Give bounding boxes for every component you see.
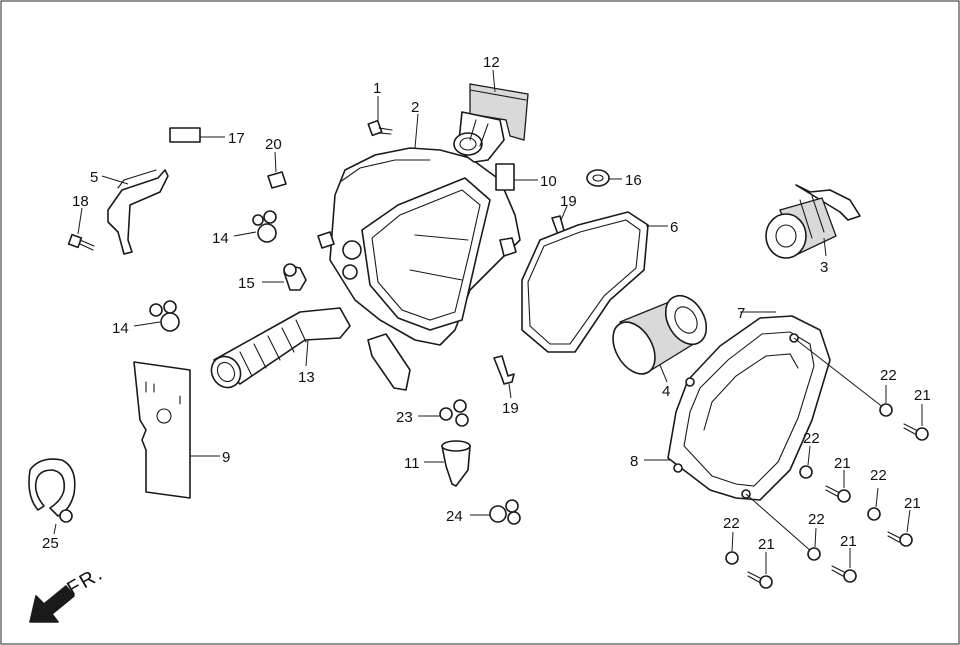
callout-25: 25 bbox=[42, 535, 59, 552]
part-14-orings-lower: 14 bbox=[112, 300, 180, 337]
callout-7: 7 bbox=[737, 305, 745, 322]
leader-cover-to-22a bbox=[793, 337, 885, 409]
callout-2: 2 bbox=[411, 99, 419, 116]
callout-18: 18 bbox=[72, 193, 89, 210]
callout-24: 24 bbox=[446, 508, 463, 525]
part-21-screw-d: 21 bbox=[831, 533, 857, 583]
callout-21-c: 21 bbox=[904, 495, 921, 512]
callout-19-lower: 19 bbox=[502, 400, 519, 417]
part-24-orings: 24 bbox=[446, 499, 521, 525]
callout-17: 17 bbox=[228, 130, 245, 147]
callout-16: 16 bbox=[625, 172, 642, 189]
callout-13: 13 bbox=[298, 369, 315, 386]
part-21-screw-e: 21 bbox=[747, 536, 775, 589]
part-6-gasket: 6 bbox=[521, 211, 678, 353]
part-4-element: 4 bbox=[612, 294, 708, 400]
callout-22-a: 22 bbox=[880, 367, 897, 384]
part-13-intake-duct: 13 bbox=[210, 307, 351, 389]
callout-8: 8 bbox=[630, 453, 638, 470]
part-21-screw-b: 21 bbox=[825, 455, 851, 503]
part-drain-tube bbox=[367, 333, 411, 391]
callout-21-d: 21 bbox=[840, 533, 857, 550]
callout-10: 10 bbox=[540, 173, 557, 190]
front-direction-indicator: FR. bbox=[29, 562, 108, 623]
callout-14-lower: 14 bbox=[112, 320, 129, 337]
callout-1: 1 bbox=[373, 80, 381, 97]
part-2-air-cleaner-case: 2 bbox=[317, 99, 521, 346]
part-22-washer-d: 22 bbox=[807, 511, 825, 561]
part-8-cover: 7 8 bbox=[630, 305, 831, 501]
part-19-screw-lower: 19 bbox=[493, 355, 519, 417]
part-22-washer-b: 22 bbox=[799, 430, 820, 479]
callout-22-d: 22 bbox=[808, 511, 825, 528]
part-20-clip: 20 bbox=[265, 136, 287, 189]
part-9-plate: 9 bbox=[133, 361, 230, 499]
part-3-secondary-filter: 3 bbox=[765, 184, 861, 276]
callout-19-upper: 19 bbox=[560, 193, 577, 210]
callout-5: 5 bbox=[90, 169, 98, 186]
part-14-orings-upper: 14 bbox=[212, 210, 277, 247]
part-5-bracket: 5 bbox=[90, 169, 169, 255]
callout-9: 9 bbox=[222, 449, 230, 466]
callout-21-a: 21 bbox=[914, 387, 931, 404]
callout-22-e: 22 bbox=[723, 515, 740, 532]
front-arrow-icon bbox=[29, 585, 75, 623]
callout-11: 11 bbox=[404, 455, 420, 472]
callout-6: 6 bbox=[670, 219, 678, 236]
part-21-screw-c: 21 bbox=[887, 495, 921, 547]
part-22-washer-e: 22 bbox=[723, 515, 740, 565]
part-22-washer-a: 22 bbox=[879, 367, 897, 417]
callout-14-upper: 14 bbox=[212, 230, 229, 247]
part-17-label-plate: 17 bbox=[169, 127, 245, 147]
callout-20: 20 bbox=[265, 136, 282, 153]
callout-23: 23 bbox=[396, 409, 413, 426]
part-10-tube-joint: 10 bbox=[453, 111, 557, 191]
callout-22-c: 22 bbox=[870, 467, 887, 484]
callout-15: 15 bbox=[238, 275, 255, 292]
part-1-bolt: 1 bbox=[367, 80, 393, 137]
leader-cover-to-22d bbox=[745, 493, 813, 553]
part-12-seal-plate: 12 bbox=[469, 54, 529, 141]
part-25-clamp: 25 bbox=[28, 458, 76, 552]
callout-21-e: 21 bbox=[758, 536, 775, 553]
part-11-drain-plug: 11 bbox=[404, 440, 471, 487]
part-16-grommet: 16 bbox=[586, 169, 642, 189]
part-23-orings: 23 bbox=[396, 399, 469, 427]
part-21-screw-a: 21 bbox=[903, 387, 931, 441]
front-label: FR. bbox=[64, 562, 108, 600]
callout-3: 3 bbox=[820, 259, 828, 276]
callout-12: 12 bbox=[483, 54, 500, 71]
callout-22-b: 22 bbox=[803, 430, 820, 447]
part-18-bolt: 18 bbox=[67, 193, 95, 251]
part-15-plug: 15 bbox=[238, 263, 307, 292]
callout-21-b: 21 bbox=[834, 455, 851, 472]
part-22-washer-c: 22 bbox=[867, 467, 887, 521]
callout-4: 4 bbox=[662, 383, 670, 400]
